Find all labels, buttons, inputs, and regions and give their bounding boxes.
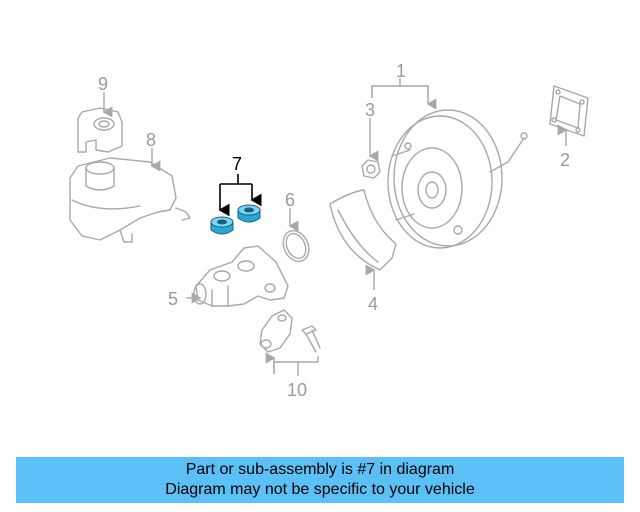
part-1-brake-booster [387, 109, 528, 249]
part-10-bolt [301, 325, 321, 353]
part-9-bracket [77, 107, 123, 153]
banner-line-2: Diagram may not be specific to your vehi… [165, 481, 475, 498]
info-banner: Part or sub-assembly is #7 in diagram Di… [16, 457, 624, 503]
part-6-o-ring [282, 229, 310, 263]
parts-diagram: 1 2 3 4 5 6 7 8 9 10 [69, 61, 589, 400]
callout-8: 8 [146, 130, 156, 150]
part-7-seal-left [210, 216, 234, 235]
part-7-seal-right [237, 204, 261, 223]
callout-7: 7 [232, 154, 242, 174]
callout-4: 4 [368, 294, 378, 314]
part-5-master-cylinder [193, 245, 289, 307]
banner-line-1: Part or sub-assembly is #7 in diagram [185, 461, 455, 478]
callout-9: 9 [98, 74, 108, 94]
callout-6: 6 [285, 190, 295, 210]
part-8-reservoir [69, 157, 191, 243]
callout-1: 1 [396, 61, 406, 81]
callout-3: 3 [365, 100, 375, 120]
part-3-nut [361, 159, 381, 179]
callout-2: 2 [560, 150, 570, 170]
part-2-gasket [549, 85, 589, 137]
callout-10: 10 [287, 380, 307, 400]
part-7-leader [218, 174, 262, 217]
callout-5: 5 [168, 289, 178, 309]
part-10-bracket [259, 309, 293, 353]
part-4-heat-shield [329, 189, 397, 271]
